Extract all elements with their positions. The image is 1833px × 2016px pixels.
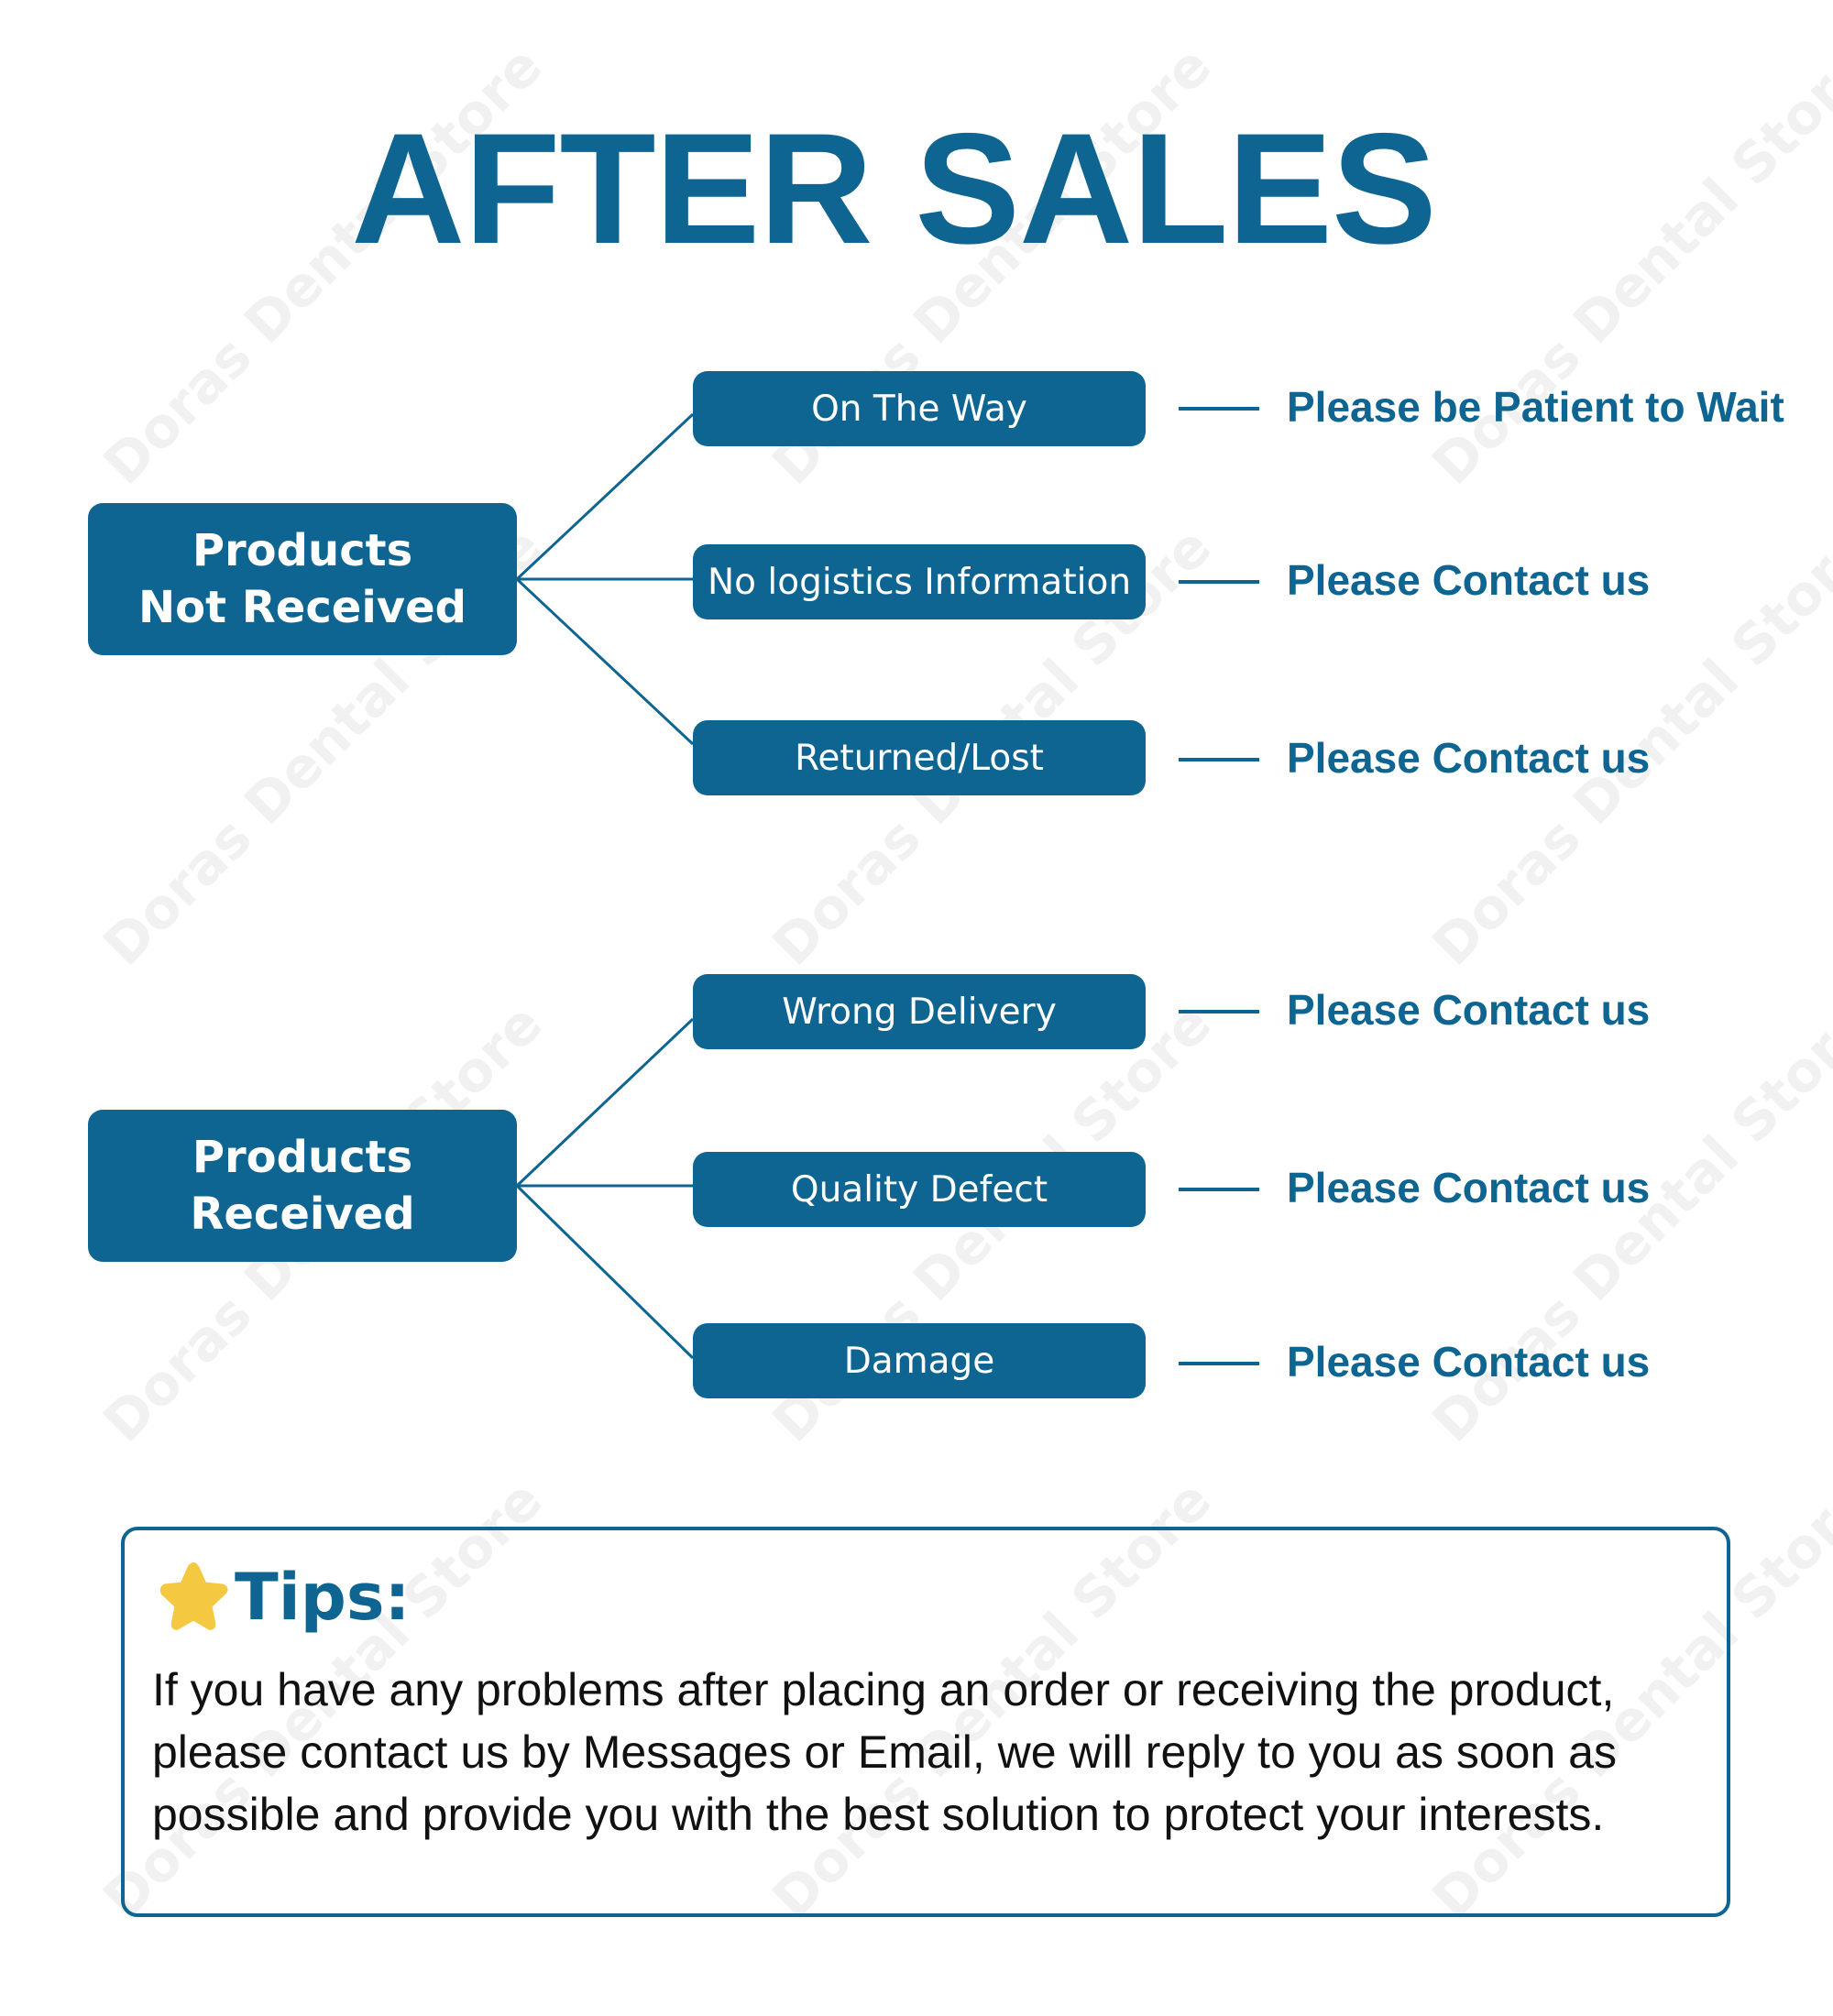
result-text: Please Contact us xyxy=(1287,734,1651,782)
branch-quality-defect: Quality Defect xyxy=(693,1152,1146,1227)
connector-dash xyxy=(1179,758,1259,761)
branch-on-the-way: On The Way xyxy=(693,371,1146,446)
connector-line xyxy=(515,412,695,581)
connector-dash xyxy=(1179,580,1259,584)
connector-line xyxy=(515,1017,695,1188)
result-text: Please Contact us xyxy=(1287,1338,1651,1386)
branch-damage: Damage xyxy=(693,1323,1146,1398)
result-text: Please Contact us xyxy=(1287,1164,1651,1211)
result-text: Please Contact us xyxy=(1287,556,1651,604)
tips-box: Tips: If you have any problems after pla… xyxy=(121,1527,1730,1917)
tips-text: If you have any problems after placing a… xyxy=(152,1664,1617,1840)
result-text: Please Contact us xyxy=(1287,986,1651,1034)
connector-dash xyxy=(1179,407,1259,411)
branch-wrong-delivery: Wrong Delivery xyxy=(693,974,1146,1049)
connector-dash xyxy=(1179,1010,1259,1013)
result-text: Please be Patient to Wait xyxy=(1287,383,1784,431)
connector-dash xyxy=(1179,1188,1259,1191)
tips-title: Tips: xyxy=(235,1560,411,1635)
branch-returned-lost: Returned/Lost xyxy=(693,720,1146,795)
tips-header: Tips: xyxy=(154,1556,411,1638)
connector-dash xyxy=(1179,1362,1259,1365)
connector-line xyxy=(515,577,695,746)
star-icon xyxy=(159,1562,228,1630)
category-products-received: Products Received xyxy=(88,1110,517,1262)
branch-no-logistics-information: No logistics Information xyxy=(693,544,1146,619)
page-title: AFTER SALES xyxy=(351,101,1437,277)
connector-line xyxy=(515,1184,695,1360)
category-products-not-received: Products Not Received xyxy=(88,503,517,655)
